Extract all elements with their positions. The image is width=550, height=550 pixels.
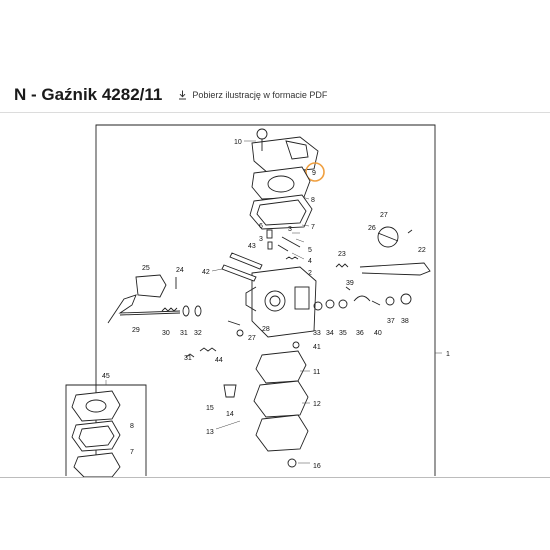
kit-part-label-7[interactable]: 7	[130, 449, 134, 456]
part-label-30[interactable]: 30	[162, 330, 170, 337]
choke-shaft-22-part[interactable]	[359, 262, 431, 276]
adjusting-screw-42-part[interactable]	[221, 264, 257, 282]
part-label-28[interactable]: 28	[262, 326, 270, 333]
metering-plate-12-part[interactable]	[253, 380, 309, 418]
washer-31-part[interactable]	[182, 305, 190, 317]
part-label-45[interactable]: 45	[102, 373, 110, 380]
throttle-shaft-29-part[interactable]	[107, 294, 181, 324]
part-label-27a[interactable]: 27	[248, 335, 256, 342]
download-pdf-label: Pobierz ilustrację w formacie PDF	[192, 90, 328, 100]
screen-16-part[interactable]	[287, 458, 297, 468]
main-frame	[95, 124, 436, 476]
part-label-24[interactable]: 24	[176, 267, 184, 274]
choke-lever-26-part[interactable]	[377, 226, 399, 248]
nut-27-part[interactable]	[236, 329, 244, 337]
part-label-6[interactable]: 6	[259, 223, 263, 230]
part-label-1[interactable]: 1	[446, 351, 450, 358]
part-label-34[interactable]: 34	[326, 330, 334, 337]
lever-36-part[interactable]	[353, 295, 371, 302]
highlight-part-9[interactable]	[305, 162, 325, 182]
part-label-7[interactable]: 7	[311, 224, 315, 231]
page-title: N - Gaźnik 4282/11	[14, 85, 163, 104]
download-icon	[179, 90, 187, 100]
kit-diaphragm-8-part[interactable]	[71, 390, 121, 422]
part-label-36[interactable]: 36	[356, 330, 364, 337]
kit-part-label-8[interactable]: 8	[130, 423, 134, 430]
part-label-2[interactable]: 2	[308, 270, 312, 277]
content-divider	[0, 477, 550, 478]
part-label-44[interactable]: 44	[215, 357, 223, 364]
part-label-33[interactable]: 33	[313, 330, 321, 337]
part-label-5[interactable]: 5	[308, 247, 312, 254]
part-label-42[interactable]: 42	[202, 269, 210, 276]
pin-4-part[interactable]	[277, 244, 289, 252]
screw-6-part[interactable]	[266, 229, 273, 239]
part-label-26[interactable]: 26	[368, 225, 376, 232]
throttle-lever-25-part[interactable]	[135, 274, 167, 298]
carburetor-body-part[interactable]	[245, 266, 317, 338]
part-label-43[interactable]: 43	[248, 243, 256, 250]
screw-31b-part[interactable]	[185, 353, 195, 358]
part-label-16[interactable]: 16	[313, 463, 321, 470]
part-label-37[interactable]: 37	[387, 318, 395, 325]
pin-40-part[interactable]	[371, 300, 381, 306]
diaphragm-part[interactable]	[251, 166, 311, 200]
part-label-40[interactable]: 40	[374, 330, 382, 337]
diagram-viewer[interactable]: 1 10 9 8 7 6 3	[0, 112, 550, 478]
part-label-9[interactable]: 9	[312, 170, 316, 177]
screw-41-part[interactable]	[292, 341, 300, 349]
spring-23-part[interactable]	[335, 263, 349, 268]
part-label-22[interactable]: 22	[418, 247, 426, 254]
part-label-29[interactable]: 29	[132, 327, 140, 334]
part-label-35[interactable]: 35	[339, 330, 347, 337]
washer-35-part[interactable]	[338, 299, 348, 309]
page-header: N - Gaźnik 4282/11 Pobierz ilustrację w …	[14, 80, 327, 110]
kit-gasket-7-part[interactable]	[71, 420, 121, 452]
screw-39-part[interactable]	[345, 286, 351, 291]
screw-3a-part[interactable]	[267, 241, 273, 250]
part-label-27b[interactable]: 27	[380, 212, 388, 219]
gasket-part[interactable]	[249, 194, 313, 230]
washer-33-part[interactable]	[313, 301, 323, 311]
screw-28-part[interactable]	[227, 320, 241, 326]
part-label-31b[interactable]: 31	[184, 355, 192, 362]
washer-34-part[interactable]	[325, 299, 335, 309]
part-label-25[interactable]: 25	[142, 265, 150, 272]
spring-30-part[interactable]	[161, 307, 178, 312]
part-label-23[interactable]: 23	[338, 251, 346, 258]
download-pdf-link[interactable]: Pobierz ilustrację w formacie PDF	[178, 90, 327, 100]
part-label-11[interactable]: 11	[313, 369, 320, 376]
spring-44-part[interactable]	[199, 347, 217, 352]
part-label-38[interactable]: 38	[401, 318, 409, 325]
needle-valve-14-part[interactable]	[223, 384, 237, 398]
part-label-8[interactable]: 8	[311, 197, 315, 204]
washer-32-part[interactable]	[194, 305, 202, 317]
washer-37-part[interactable]	[385, 296, 395, 306]
part-label-41[interactable]: 41	[313, 344, 321, 351]
kit-pump-diaphragm-part[interactable]	[73, 452, 121, 478]
screw-27b-part[interactable]	[407, 229, 413, 234]
part-label-39[interactable]: 39	[346, 280, 354, 287]
part-label-3b[interactable]: 3	[288, 226, 292, 233]
part-label-12[interactable]: 12	[313, 401, 321, 408]
cap-38-part[interactable]	[400, 293, 412, 305]
part-label-15[interactable]: 15	[206, 405, 214, 412]
lever-5-part[interactable]	[281, 236, 301, 248]
pump-diaphragm-11-part[interactable]	[255, 350, 307, 384]
gasket-16-part[interactable]	[255, 414, 309, 452]
part-label-13[interactable]: 13	[206, 429, 214, 436]
spring-2-part[interactable]	[285, 256, 299, 260]
part-label-14[interactable]: 14	[226, 411, 234, 418]
part-label-3a[interactable]: 3	[259, 236, 263, 243]
part-label-10[interactable]: 10	[234, 139, 242, 146]
part-label-31a[interactable]: 31	[180, 330, 188, 337]
part-label-32[interactable]: 32	[194, 330, 202, 337]
part-label-4[interactable]: 4	[308, 258, 312, 265]
exploded-parts-diagram: 1 10 9 8 7 6 3	[65, 124, 450, 478]
adjusting-screw-43-part[interactable]	[229, 252, 263, 270]
carburetor-cover-part[interactable]	[251, 128, 319, 174]
